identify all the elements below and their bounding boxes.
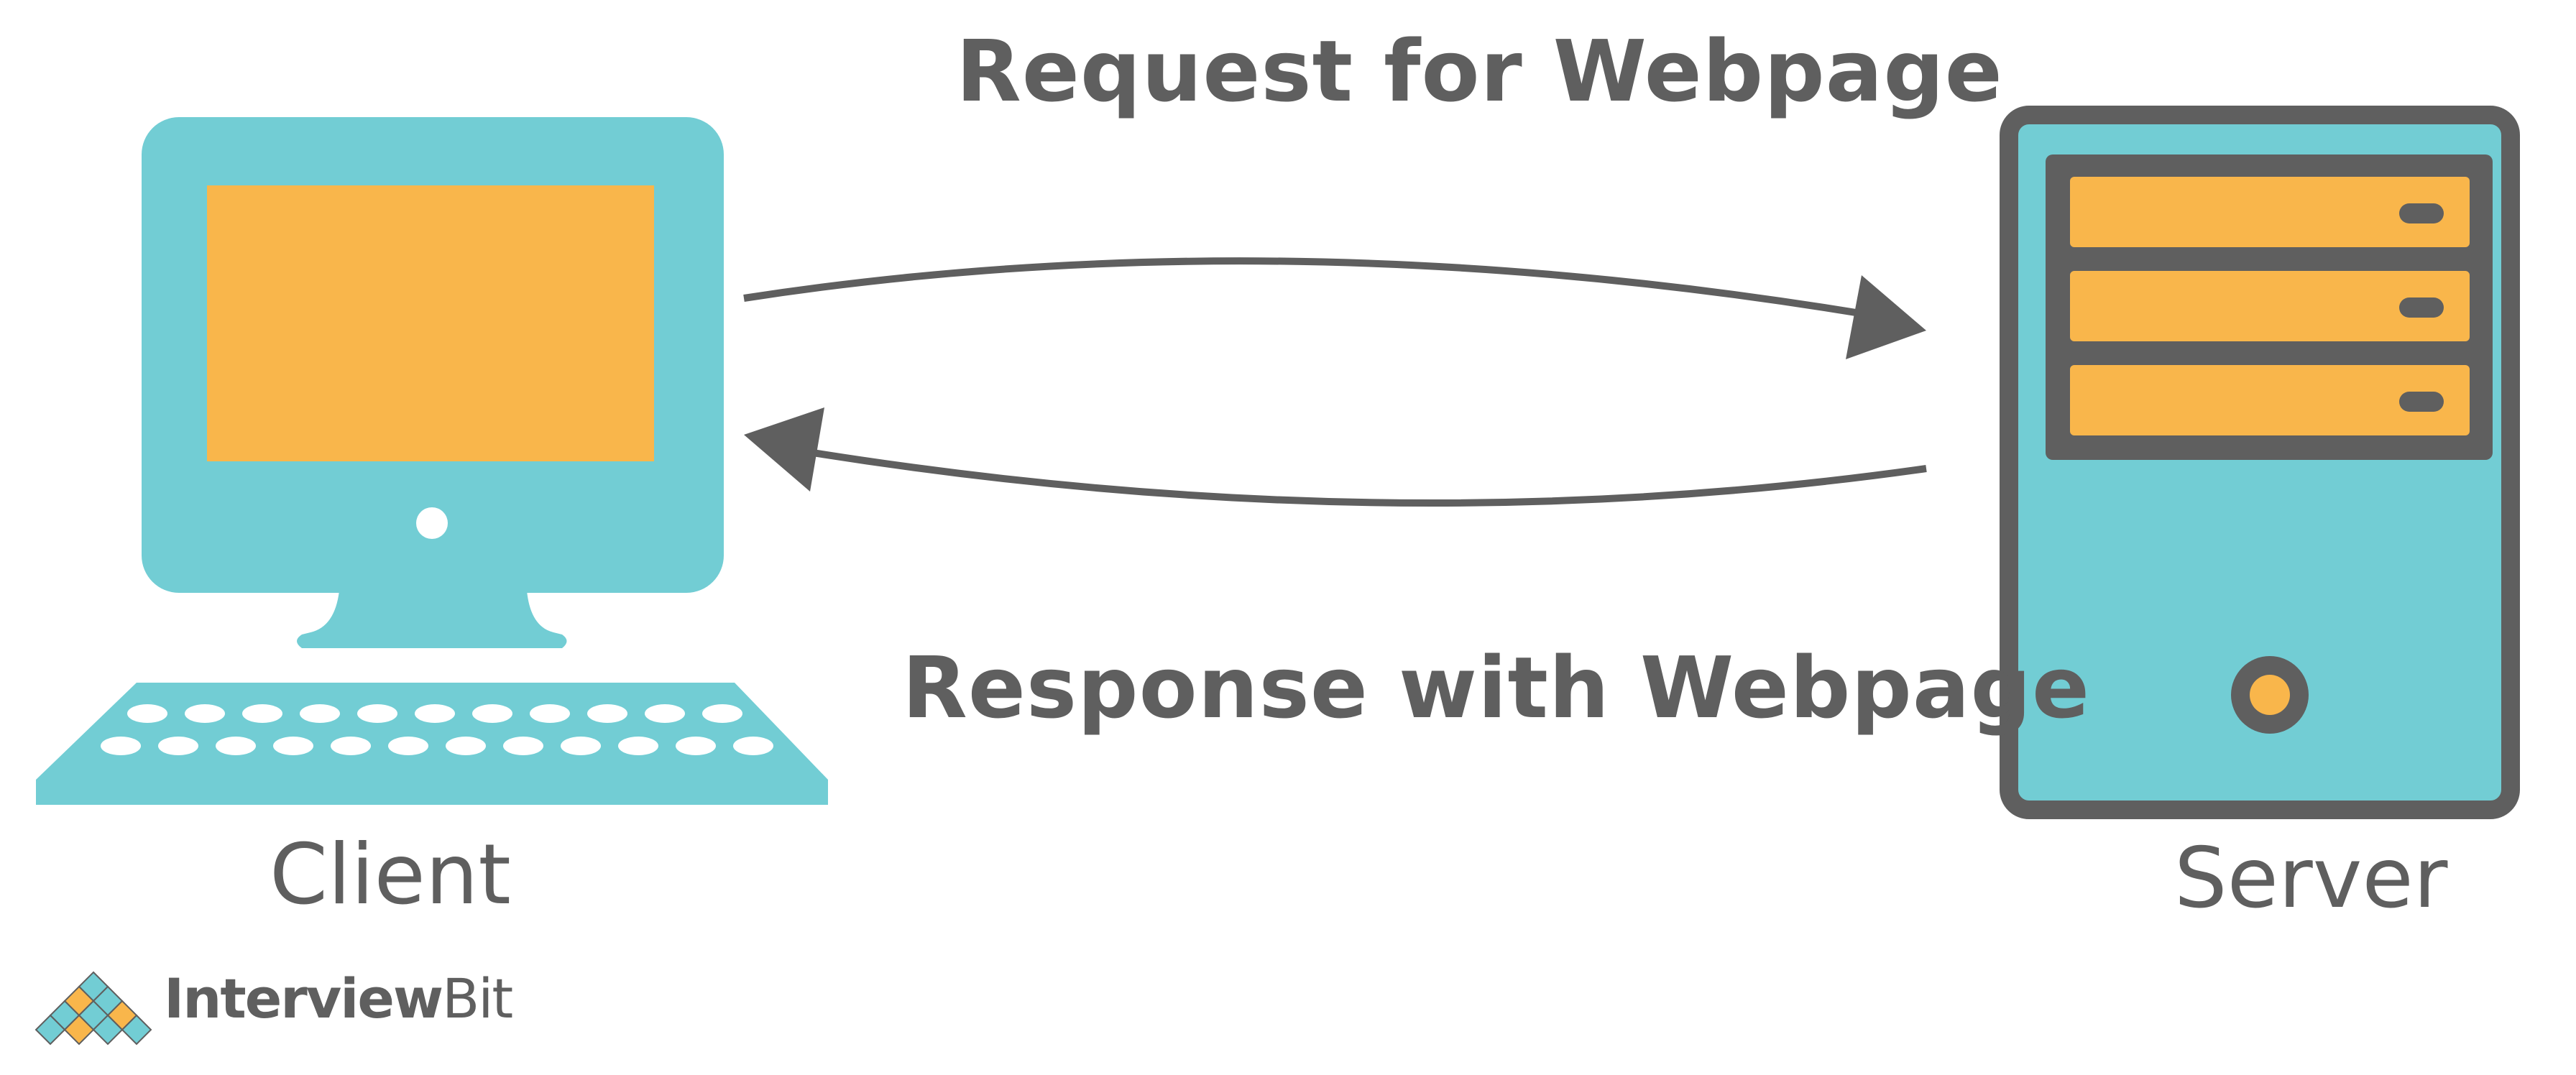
response-label: Response with Webpage	[902, 638, 2091, 737]
brand-name: InterviewBit	[164, 972, 513, 1026]
key	[472, 704, 512, 723]
server-label: Server	[2174, 830, 2448, 927]
key	[561, 737, 601, 755]
request-arrow	[743, 257, 1926, 359]
server-drive-2	[2070, 271, 2470, 341]
key	[127, 704, 167, 723]
key	[530, 704, 570, 723]
server-tower-icon	[2000, 106, 2520, 819]
key	[300, 704, 340, 723]
monitor-screen	[207, 185, 654, 461]
key	[158, 737, 198, 755]
key	[331, 737, 371, 755]
drive-slot-icon	[2399, 392, 2444, 412]
key	[185, 704, 225, 723]
monitor-stand	[297, 591, 567, 648]
keyboard-keys-row-2	[101, 737, 773, 755]
server-drive-1	[2070, 177, 2470, 247]
keyboard-keys-row-1	[127, 704, 742, 723]
brand-name-bold: Interview	[164, 966, 443, 1030]
drive-slot-icon	[2399, 203, 2444, 223]
logo-diamond	[63, 1014, 95, 1046]
keyboard-body	[36, 683, 828, 805]
interviewbit-logo-icon	[34, 971, 152, 1046]
request-arrowhead	[1846, 275, 1926, 359]
logo-diamond	[92, 1014, 124, 1046]
server-drive-3	[2070, 365, 2470, 435]
key	[273, 737, 313, 755]
response-arrow	[744, 407, 1927, 507]
key	[101, 737, 141, 755]
brand-name-regular: Bit	[442, 966, 513, 1030]
key	[733, 737, 773, 755]
key	[415, 704, 455, 723]
key	[242, 704, 282, 723]
request-label: Request for Webpage	[956, 22, 2003, 121]
client-label: Client	[270, 826, 511, 923]
key	[587, 704, 627, 723]
drive-slot-icon	[2399, 297, 2444, 318]
keyboard-icon	[36, 683, 828, 805]
key	[446, 737, 486, 755]
desktop-computer-icon	[142, 117, 724, 648]
key	[618, 737, 658, 755]
power-led	[416, 507, 448, 539]
key	[216, 737, 256, 755]
response-arrowhead	[744, 407, 824, 492]
key	[503, 737, 543, 755]
server-power-button-center	[2250, 675, 2290, 715]
logo-diamond	[34, 1014, 66, 1046]
logo-diamond	[121, 1014, 152, 1046]
response-arrow-line	[790, 446, 1927, 507]
key	[676, 737, 716, 755]
key	[645, 704, 685, 723]
request-arrow-line	[743, 257, 1878, 320]
key	[357, 704, 397, 723]
key	[702, 704, 742, 723]
key	[388, 737, 428, 755]
